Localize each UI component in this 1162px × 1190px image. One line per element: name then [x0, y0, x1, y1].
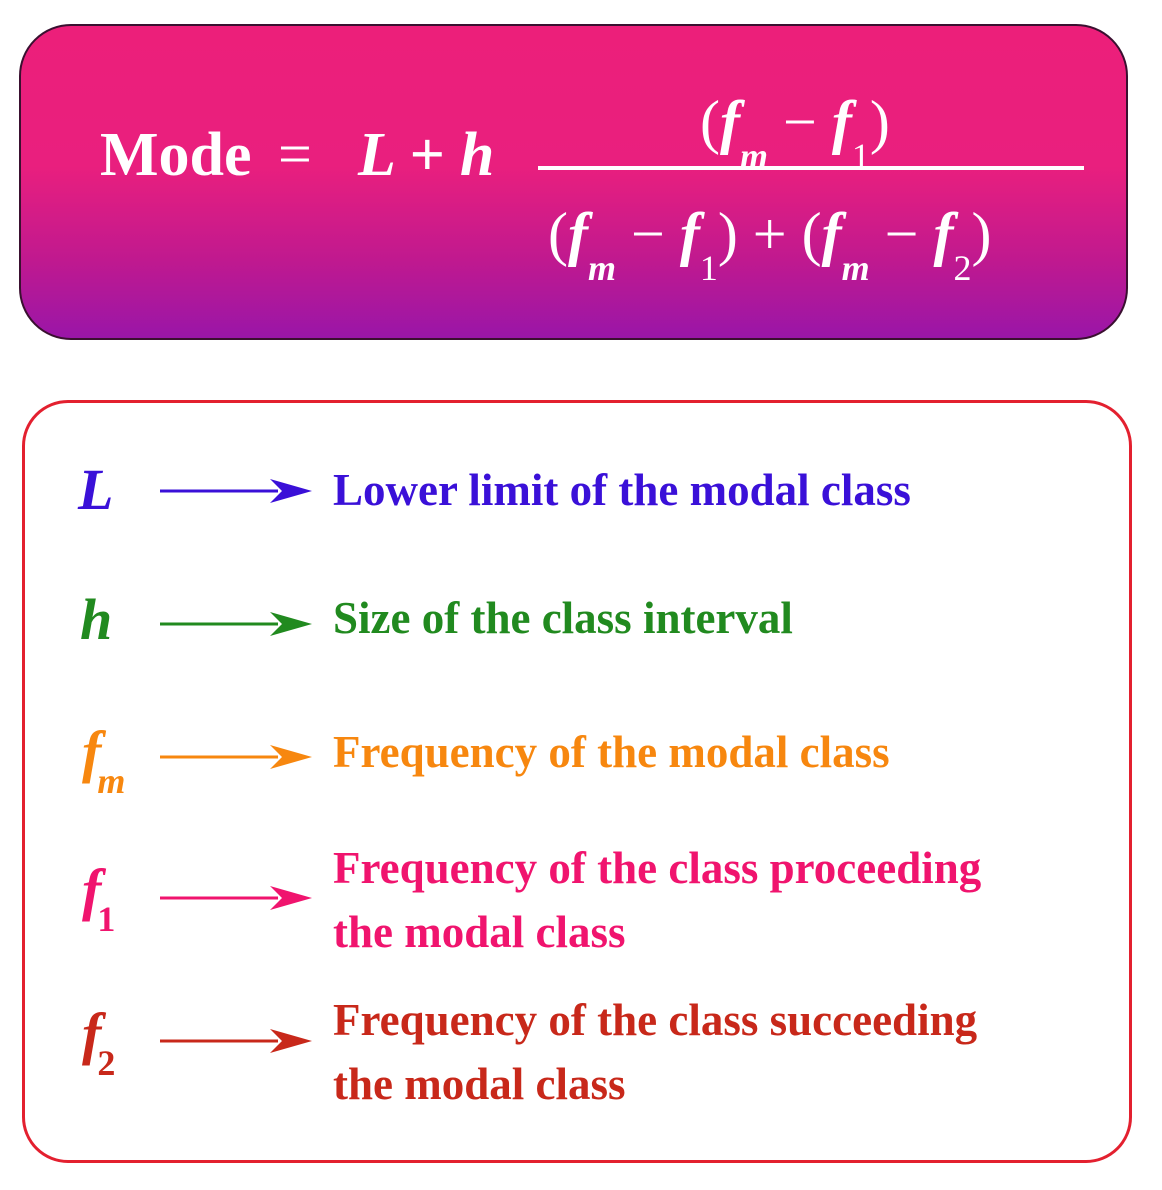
formula-equals: =	[278, 121, 312, 187]
arrow-icon	[160, 745, 312, 769]
legend-desc-h: Size of the class interval	[333, 593, 793, 643]
fraction-bar	[538, 166, 1084, 170]
formula-lhs: Mode	[100, 121, 252, 189]
legend-panel	[22, 400, 1132, 1163]
legend-symbol-l: L	[78, 457, 114, 522]
formula-denominator: (fm − f1) + (fm − f2)	[548, 201, 992, 288]
legend-desc-fm: Frequency of the modal class	[333, 727, 890, 777]
arrow-icon	[160, 886, 312, 910]
arrow-icon	[160, 479, 312, 503]
legend-symbol-f1: f1	[82, 857, 116, 939]
legend-desc-l: Lower limit of the modal class	[333, 465, 911, 515]
arrow-icon	[160, 612, 312, 636]
legend-symbol-f2: f2	[82, 1001, 116, 1083]
legend-symbol-fm: fm	[82, 719, 126, 801]
formula-numerator: (fm − f1)	[700, 89, 890, 176]
formula-lead-terms: L + h	[358, 121, 495, 189]
legend-symbol-h: h	[80, 587, 113, 652]
formula-panel	[19, 24, 1128, 340]
arrow-icon	[160, 1029, 312, 1053]
